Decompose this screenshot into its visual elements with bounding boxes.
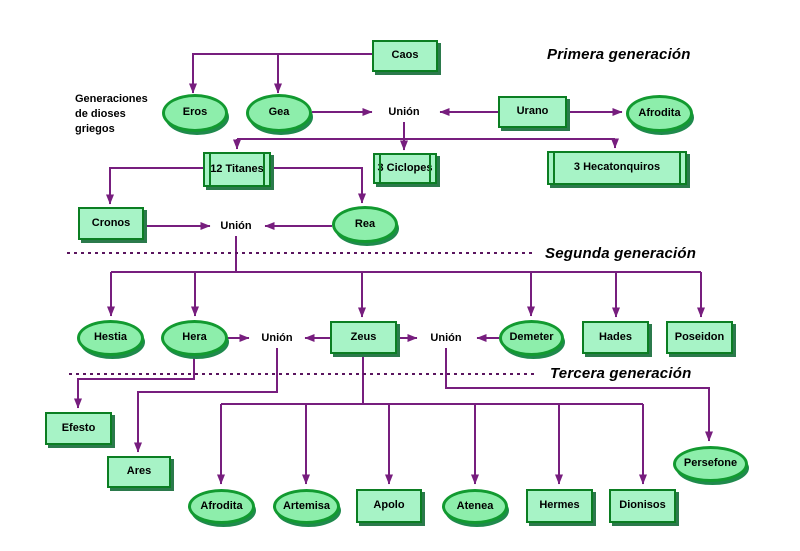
edge-union3-ares (134, 348, 278, 453)
edge-union4-persefone (445, 348, 713, 442)
legend-line-1: Generaciones (75, 93, 148, 105)
union-label-gea-urano: Unión (388, 106, 420, 118)
node-hestia: Hestia (77, 320, 144, 356)
node-poseidon: Poseidon (666, 321, 733, 354)
generation-label-segunda: Segunda generación (545, 245, 697, 262)
generation-separators (67, 252, 534, 375)
generation-label-tercera: Tercera generación (550, 365, 692, 382)
union-label-zeus-demeter: Unión (430, 332, 462, 344)
node-rea: Rea (332, 206, 398, 243)
union-label-hera-zeus: Unión (261, 332, 293, 344)
node-afrodita-primera: Afrodita (626, 95, 693, 132)
node-ciclopes: 3 Ciclopes (373, 153, 437, 184)
union-label-cronos-rea: Unión (220, 220, 252, 232)
node-titanes: 12 Titanes (203, 152, 271, 187)
node-hecatonquiros: 3 Hecatonquiros (547, 151, 687, 185)
legend-line-2: de dioses (75, 108, 126, 120)
edge-titanes-rea (271, 167, 366, 204)
node-efesto: Efesto (45, 412, 112, 445)
solid-edges (74, 53, 713, 485)
node-eros: Eros (162, 94, 228, 132)
edge-caos-eros (189, 53, 372, 94)
node-hermes: Hermes (526, 489, 593, 523)
node-demeter: Demeter (499, 320, 564, 356)
node-dionisos: Dionisos (609, 489, 676, 523)
edge-hera-efesto (74, 356, 195, 409)
node-hera: Hera (161, 320, 228, 356)
node-caos: Caos (372, 40, 438, 72)
diagram-legend: Generaciones de dioses griegos (75, 92, 148, 137)
legend-line-3: griegos (75, 123, 115, 135)
node-urano: Urano (498, 96, 567, 128)
generation-label-primera: Primera generación (547, 46, 691, 63)
node-artemisa: Artemisa (273, 489, 340, 524)
node-afrodita-tercera: Afrodita (188, 489, 255, 524)
node-apolo: Apolo (356, 489, 422, 523)
edge-titanes-cronos (106, 167, 203, 205)
node-hades: Hades (582, 321, 649, 354)
node-ares: Ares (107, 456, 171, 488)
node-cronos: Cronos (78, 207, 144, 240)
node-atenea: Atenea (442, 489, 508, 524)
node-gea: Gea (246, 94, 312, 132)
node-zeus: Zeus (330, 321, 397, 354)
node-persefone: Persefone (673, 446, 748, 482)
